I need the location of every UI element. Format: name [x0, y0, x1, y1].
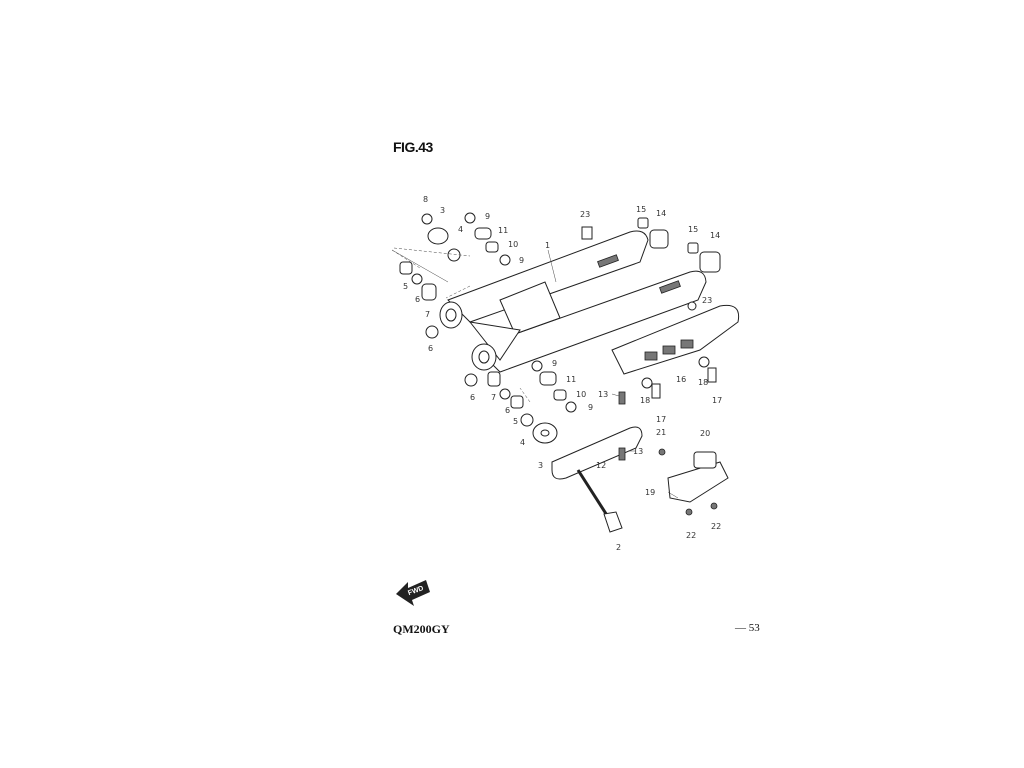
- callout-7: 7: [491, 393, 496, 402]
- callout-15: 15: [688, 225, 698, 234]
- callout-20: 20: [700, 429, 710, 438]
- callout-13: 13: [598, 390, 608, 399]
- callout-6: 6: [470, 393, 475, 402]
- callout-18: 18: [640, 396, 650, 405]
- callout-5: 5: [403, 282, 408, 291]
- callout-15: 15: [636, 205, 646, 214]
- callout-4: 4: [520, 438, 525, 447]
- callout-5: 5: [513, 417, 518, 426]
- page-number: — 53: [735, 622, 760, 634]
- callout-21: 21: [656, 428, 666, 437]
- callout-labels: 8 3 9 11 4 10 9 1 23 15 14 15 14 5 6 7 6…: [403, 195, 722, 552]
- leader-lines: [391, 247, 679, 499]
- callout-11: 11: [566, 375, 576, 384]
- chain-guide: [611, 304, 740, 375]
- link-arm: [551, 426, 643, 480]
- callout-23: 23: [702, 296, 712, 305]
- callout-22: 22: [711, 522, 721, 531]
- callout-17: 17: [712, 396, 722, 405]
- bushings-and-washers: [399, 212, 721, 516]
- callout-3: 3: [440, 206, 445, 215]
- callout-10: 10: [576, 390, 586, 399]
- callout-6: 6: [505, 406, 510, 415]
- axle-bolt: [576, 469, 623, 533]
- callout-1: 1: [545, 241, 550, 250]
- callout-10: 10: [508, 240, 518, 249]
- callout-19: 19: [645, 488, 655, 497]
- callout-4: 4: [458, 225, 463, 234]
- swing-arm: [439, 230, 707, 373]
- callout-22: 22: [686, 531, 696, 540]
- callout-9: 9: [552, 359, 557, 368]
- callout-6: 6: [428, 344, 433, 353]
- callout-9: 9: [485, 212, 490, 221]
- callout-18: 18: [698, 378, 708, 387]
- callout-9: 9: [519, 256, 524, 265]
- callout-8: 8: [423, 195, 428, 204]
- callout-13: 13: [633, 447, 643, 456]
- callout-7: 7: [425, 310, 430, 319]
- callout-23: 23: [580, 210, 590, 219]
- slider-bracket: [667, 451, 729, 503]
- model-name: QM200GY: [393, 622, 450, 636]
- callout-12: 12: [596, 461, 606, 470]
- callout-9: 9: [588, 403, 593, 412]
- figure-label: FIG.43: [393, 139, 433, 155]
- callout-11: 11: [498, 226, 508, 235]
- callout-2: 2: [616, 543, 621, 552]
- callout-14: 14: [710, 231, 720, 240]
- callout-16: 16: [676, 375, 686, 384]
- callout-17: 17: [656, 415, 666, 424]
- callout-6: 6: [415, 295, 420, 304]
- fwd-arrow-icon: FWD: [396, 580, 430, 606]
- callout-14: 14: [656, 209, 666, 218]
- callout-3: 3: [538, 461, 543, 470]
